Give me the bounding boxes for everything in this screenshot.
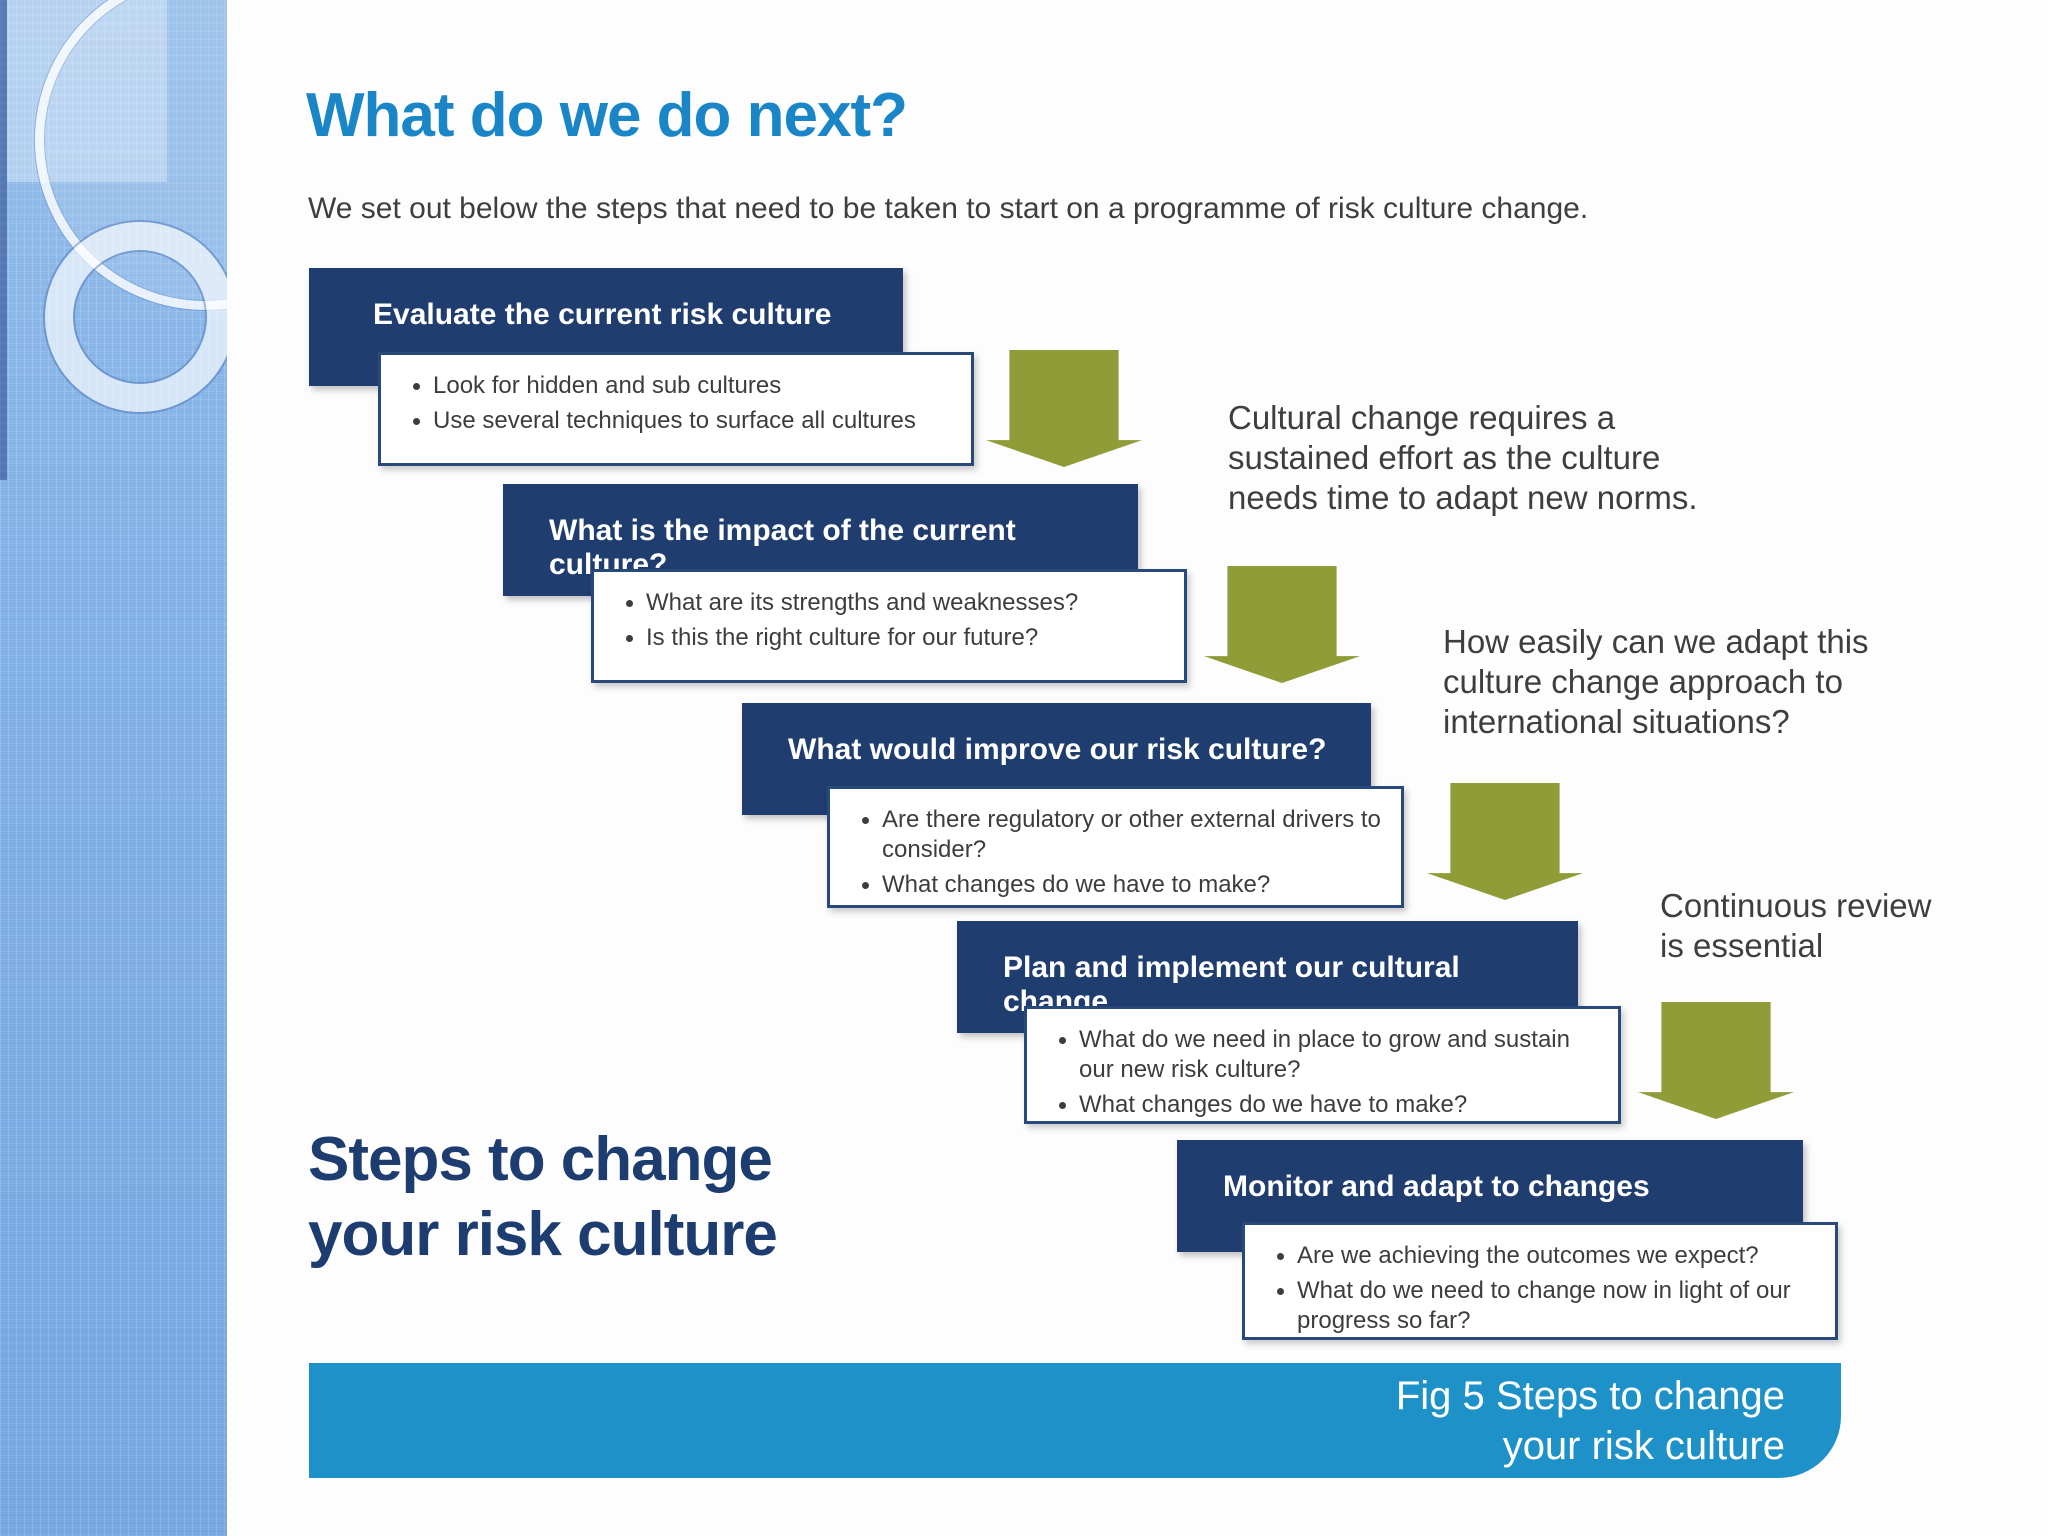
step-5-details: Are we achieving the outcomes we expect?… [1242,1222,1838,1340]
figure-caption: Fig 5 Steps to change your risk culture [1396,1371,1785,1471]
step-3-details: Are there regulatory or other external d… [827,786,1404,908]
step-3-title: What would improve our risk culture? [788,733,1327,766]
step-1-title: Evaluate the current risk culture [373,298,832,331]
step-2-bullet-list: What are its strengths and weaknesses? I… [594,572,1184,653]
bullet-item: What do we need to change now in light o… [1297,1276,1821,1336]
down-arrow-icon [1427,783,1583,900]
figure-caption-bar: Fig 5 Steps to change your risk culture [309,1363,1841,1478]
bullet-item: Are we achieving the outcomes we expect? [1297,1241,1821,1271]
note-cultural-change: Cultural change requires a sustained eff… [1228,399,1698,516]
step-1-bullet-list: Look for hidden and sub cultures Use sev… [381,355,971,436]
side-label: Steps to change your risk culture [308,1122,778,1272]
bullet-item: Are there regulatory or other external d… [882,805,1387,865]
step-4-details: What do we need in place to grow and sus… [1024,1006,1621,1124]
bullet-item: What do we need in place to grow and sus… [1079,1025,1604,1085]
bullet-item: What changes do we have to make? [882,870,1387,900]
figure-caption-line-2: your risk culture [1502,1424,1785,1468]
down-arrow-icon [1638,1002,1794,1119]
step-5-bullet-list: Are we achieving the outcomes we expect?… [1245,1225,1835,1336]
note-international: How easily can we adapt this culture cha… [1443,623,1869,740]
intro-text: We set out below the steps that need to … [308,192,1589,225]
sidebar-edge-stripe [0,0,7,480]
bullet-item: Is this the right culture for our future… [646,623,1170,653]
bullet-item: What changes do we have to make? [1079,1090,1604,1120]
figure-caption-line-1: Fig 5 Steps to change [1395,1374,1785,1418]
sidebar-decoration [0,0,227,1536]
page-title: What do we do next? [306,81,908,150]
bullet-item: What are its strengths and weaknesses? [646,588,1170,618]
side-label-line-1: Steps to change [308,1125,773,1194]
step-5-title: Monitor and adapt to changes [1223,1170,1650,1203]
step-1-details: Look for hidden and sub cultures Use sev… [378,352,974,466]
step-2-details: What are its strengths and weaknesses? I… [591,569,1187,683]
note-continuous-review: Continuous review is essential [1660,887,1932,964]
down-arrow-icon [986,350,1142,467]
down-arrow-icon [1204,566,1360,683]
step-3-bullet-list: Are there regulatory or other external d… [830,789,1401,900]
side-label-line-2: your risk culture [308,1200,778,1269]
bullet-item: Use several techniques to surface all cu… [433,406,957,436]
step-4-bullet-list: What do we need in place to grow and sus… [1027,1009,1618,1120]
ring-decoration [45,222,227,412]
bullet-item: Look for hidden and sub cultures [433,371,957,401]
